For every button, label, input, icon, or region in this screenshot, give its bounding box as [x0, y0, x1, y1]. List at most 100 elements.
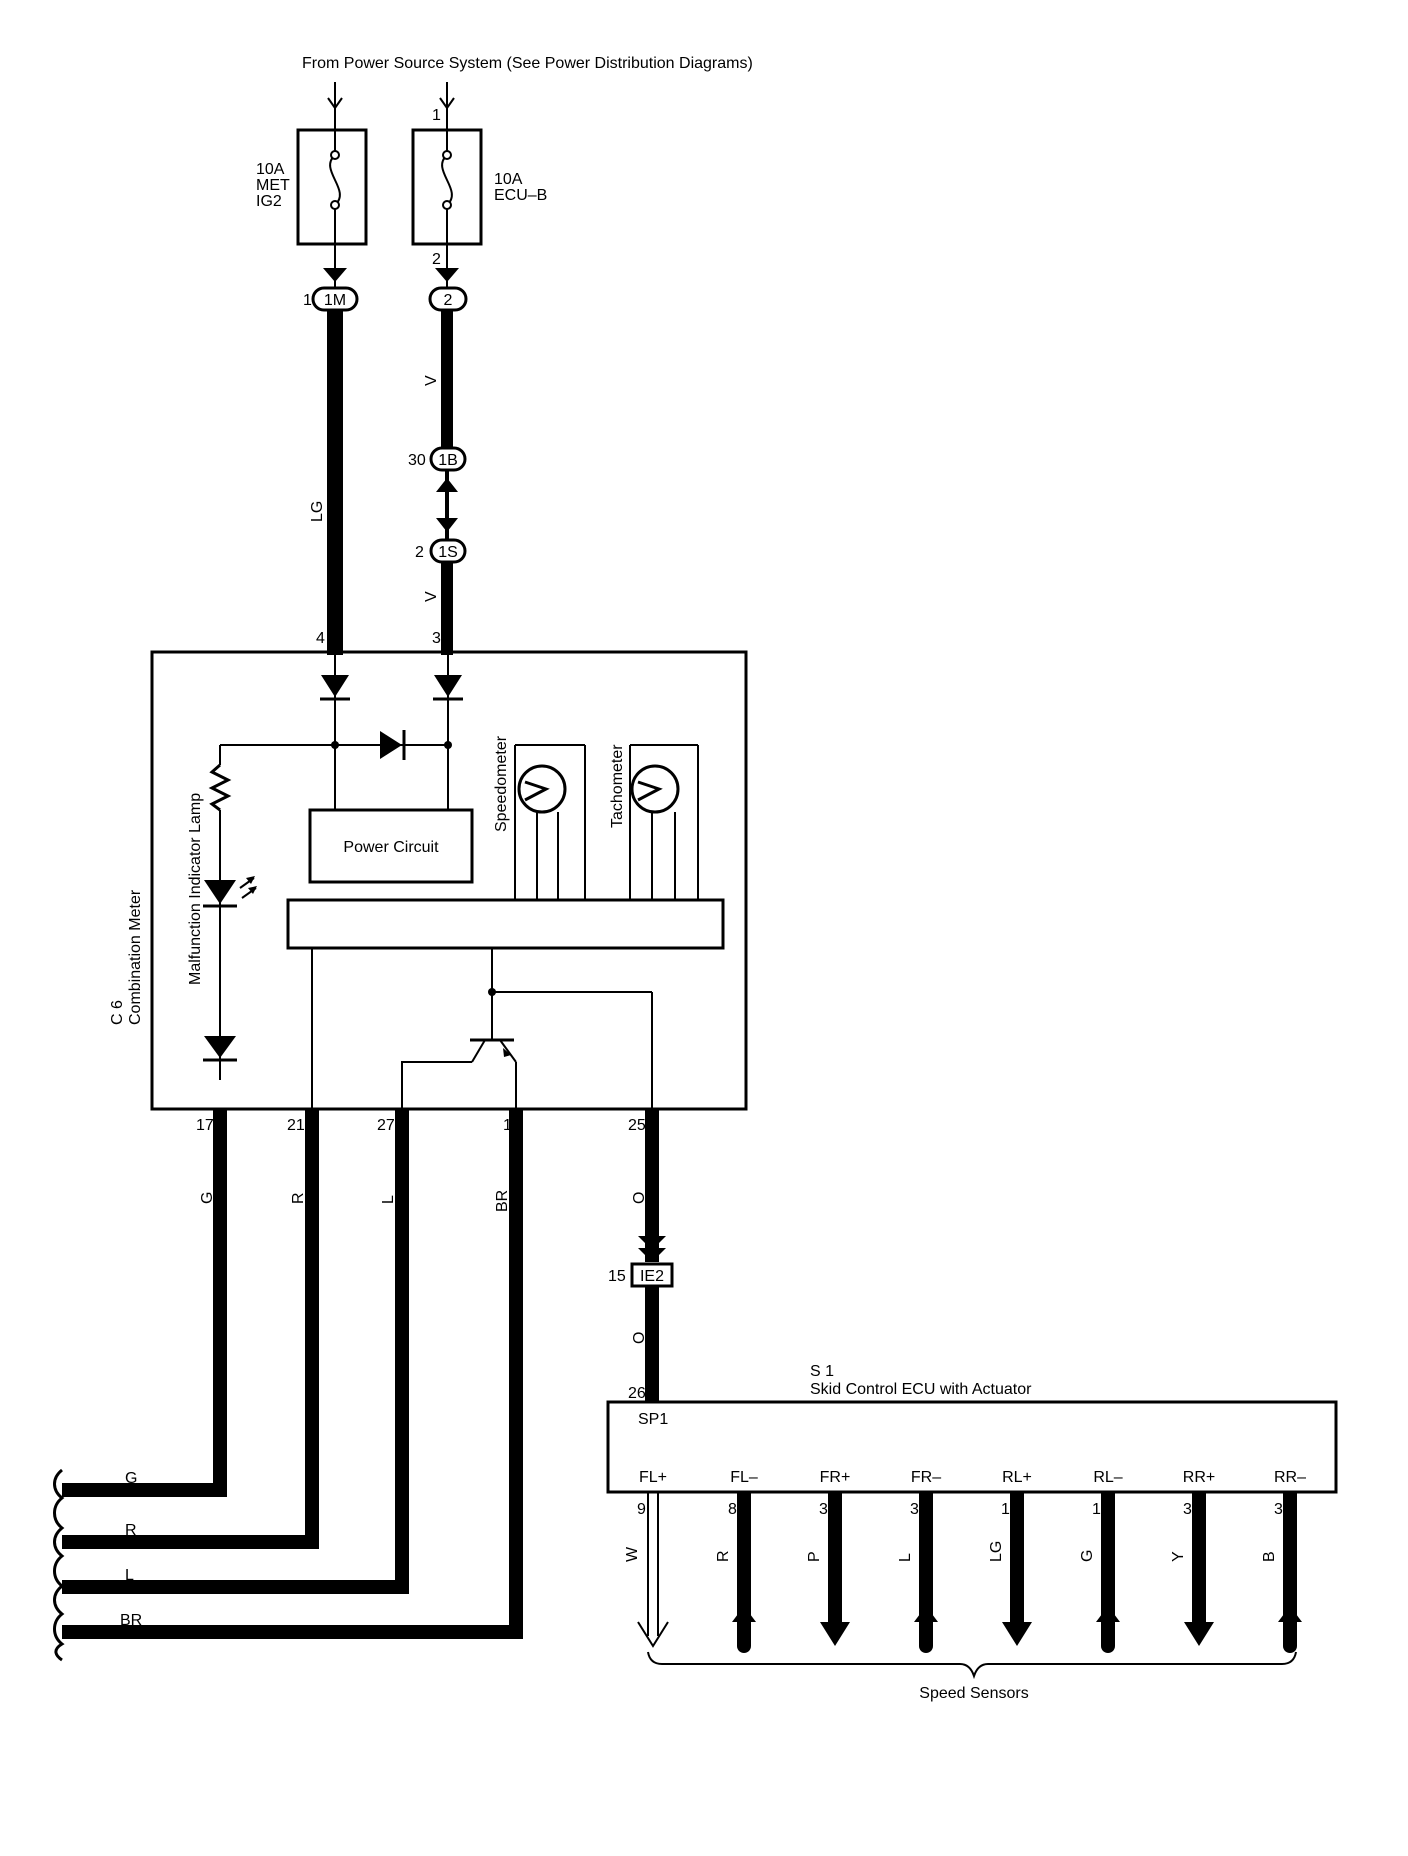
- input-diode-lg: [321, 675, 349, 697]
- terminal-arrow-frplus: [820, 1622, 850, 1646]
- connector-1b-pin: 30: [408, 452, 426, 469]
- ecu-fuse-pin-out: 2: [432, 251, 441, 268]
- terminal-label-flminus: FL–: [730, 1469, 758, 1486]
- meter-pin-3: 3: [432, 630, 441, 647]
- ecu-box: [606, 1400, 1338, 1494]
- terminal-wire-label-rlplus: LG: [988, 1541, 1005, 1562]
- met-fuse: [296, 128, 368, 246]
- met-fuse-name: MET: [256, 177, 290, 194]
- lamp-resistor: [208, 763, 232, 812]
- ecu-fuse-pin-in: 1: [432, 107, 441, 124]
- bus-label-r: R: [125, 1522, 137, 1539]
- ecu-pin-26: 26: [628, 1385, 646, 1402]
- met-fuse-branch: 10A MET IG2 1M 1 LG 4: [256, 82, 368, 655]
- connector-1s-pin: 2: [415, 544, 424, 561]
- combination-meter-name: Combination Meter: [127, 889, 144, 1025]
- terminal-label-rlplus: RL+: [1002, 1469, 1032, 1486]
- lamp-label: Malfunction Indicator Lamp: [187, 793, 204, 985]
- meter-pin-21: 21: [287, 1117, 305, 1134]
- wire-o-upper-label: O: [631, 1192, 648, 1204]
- terminal-label-flplus: FL+: [639, 1469, 667, 1486]
- terminal-wire-label-rlminus: G: [1079, 1550, 1096, 1562]
- power-circuit-label: Power Circuit: [343, 839, 439, 856]
- terminal-pin-flminus: 8: [728, 1501, 737, 1518]
- connector-1m-pin: 1: [303, 292, 312, 309]
- input-diode-v: [434, 675, 462, 697]
- wire-r-label: R: [290, 1192, 307, 1204]
- speed-sensors-label: Speed Sensors: [919, 1685, 1028, 1702]
- terminal-label-rrminus: RR–: [1274, 1469, 1306, 1486]
- wire-v-lower-label: V: [423, 591, 440, 602]
- meter-pin-27: 27: [377, 1117, 395, 1134]
- speed-sensors-brace: [647, 1651, 1297, 1680]
- terminal-wire-label-rrplus: Y: [1170, 1551, 1187, 1562]
- ecu-input-label: SP1: [638, 1411, 668, 1428]
- terminal-wire-label-frminus: L: [897, 1553, 914, 1562]
- speedometer-label: Speedometer: [493, 735, 510, 832]
- terminal-wire-label-flminus: R: [715, 1550, 732, 1562]
- wire-br-label: BR: [494, 1190, 511, 1212]
- tachometer-label: Tachometer: [609, 744, 626, 828]
- ecu-fuse-amp: 10A: [494, 171, 523, 188]
- bus-label-g: G: [125, 1470, 137, 1487]
- connector-1m-id: 1M: [324, 292, 346, 309]
- wire-br: [62, 1108, 523, 1639]
- meter-pin-17: 17: [196, 1117, 214, 1134]
- wire-l-label: L: [380, 1195, 397, 1204]
- wire-lg-label: LG: [309, 501, 326, 522]
- wire-l: [62, 1108, 409, 1594]
- terminal-arrow-flminus: [732, 1606, 756, 1622]
- terminal-arrow-flplus: [637, 1621, 669, 1648]
- ecu-terminals: FL+9WFL–8RFR+31PFR–30LRL+11LGRL–12GRR+33…: [624, 1469, 1306, 1653]
- connector-2-id: 2: [444, 292, 453, 309]
- terminal-label-frplus: FR+: [820, 1469, 851, 1486]
- ecu-fuse-branch: 1 10A ECU–B 2 2 V 1B 30 1S 2 V 3: [408, 82, 547, 655]
- terminal-wire-label-rrminus: B: [1261, 1551, 1278, 1562]
- met-fuse-circuit: IG2: [256, 193, 282, 210]
- met-fuse-amp: 10A: [256, 161, 285, 178]
- indicator-led: [204, 880, 236, 904]
- terminal-label-rlminus: RL–: [1093, 1469, 1122, 1486]
- cross-diode: [380, 731, 402, 759]
- ecu-name: Skid Control ECU with Actuator: [810, 1381, 1032, 1398]
- terminal-arrow-rlminus: [1096, 1606, 1120, 1622]
- meter-pin-4: 4: [316, 630, 325, 647]
- power-circuit-box: [308, 808, 474, 884]
- tachometer-gauge: Tachometer: [609, 744, 699, 900]
- skid-control-ecu: S 1 Skid Control ECU with Actuator SP1 F…: [606, 1363, 1338, 1702]
- terminal-arrow-rrminus: [1278, 1606, 1302, 1622]
- connector-1b-id: 1B: [438, 452, 458, 469]
- bus-label-br: BR: [120, 1612, 142, 1629]
- bus-label-l: L: [125, 1567, 134, 1584]
- speedometer-gauge: Speedometer: [493, 735, 586, 900]
- power-source-caption: From Power Source System (See Power Dist…: [302, 55, 753, 72]
- wire-r: [62, 1108, 319, 1549]
- ecu-code: S 1: [810, 1363, 834, 1380]
- terminal-arrow-rlplus: [1002, 1622, 1032, 1646]
- terminal-label-rrplus: RR+: [1183, 1469, 1215, 1486]
- meter-pin-25: 25: [628, 1117, 646, 1134]
- left-harness: G R L BR G R L BR: [53, 1108, 523, 1662]
- combination-meter: C 6 Combination Meter Malfunction Indica…: [109, 650, 748, 1111]
- connector-1s-id: 1S: [438, 544, 458, 561]
- terminal-pin-flplus: 9: [637, 1501, 646, 1518]
- o-wire: O IE2 15 O 26: [608, 1108, 674, 1402]
- terminal-wire-label-frplus: P: [806, 1551, 823, 1562]
- ecu-fuse-name: ECU–B: [494, 187, 547, 204]
- connector-ie2-id: IE2: [640, 1268, 664, 1285]
- connector-ie2-pin: 15: [608, 1268, 626, 1285]
- wire-g-label: G: [199, 1192, 216, 1204]
- terminal-wire-label-flplus: W: [624, 1546, 641, 1562]
- meter-logic-block: [286, 898, 725, 950]
- terminal-arrow-frminus: [914, 1606, 938, 1622]
- harness-break: [53, 1468, 65, 1662]
- wire-g: [62, 1108, 227, 1497]
- terminal-label-frminus: FR–: [911, 1469, 941, 1486]
- lamp-diode: [204, 1036, 236, 1058]
- combination-meter-code: C 6: [109, 1000, 126, 1025]
- wire-v-upper-label: V: [423, 375, 440, 386]
- terminal-arrow-rrplus: [1184, 1622, 1214, 1646]
- meter-pin-1: 1: [503, 1117, 512, 1134]
- wire-o-lower-label: O: [631, 1332, 648, 1344]
